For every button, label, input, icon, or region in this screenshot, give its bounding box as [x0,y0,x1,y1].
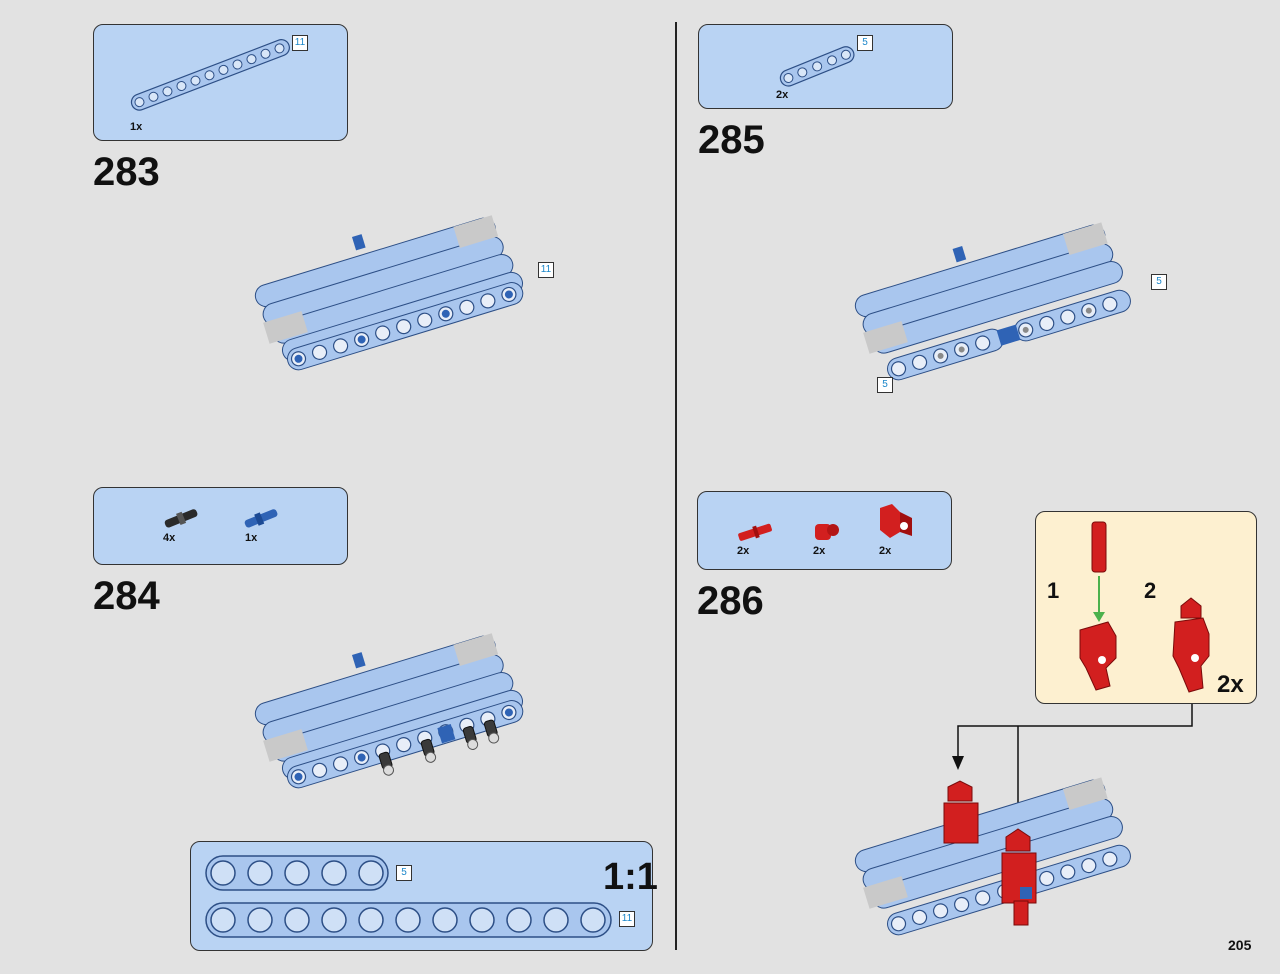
black-friction-pin-icon [164,509,198,528]
callout-length-badge: 11 [538,262,554,278]
substep-1-illustration [1079,521,1117,691]
part-quantity: 2x [776,89,789,101]
substep-number-2: 2 [1144,578,1157,603]
callout-length-badge: 5 [1151,274,1167,290]
beam-5-scale [205,855,389,891]
parts-callout-283: 1x 11 [93,24,348,141]
assembly-284-illustration [254,633,524,789]
subassembly-callout: 1 2 2x [1035,511,1257,704]
beam-11-part-icon [130,39,290,111]
scale-length-badge-5: 5 [396,865,412,881]
parts-callout-284: 4x 1x [93,487,348,565]
beam-5-part-icon [779,46,855,87]
parts-callout-285: 2x 5 [698,24,953,109]
assembly-286-illustration [854,777,1131,936]
part-quantity: 2x [737,545,750,557]
step-number-285: 285 [698,118,765,162]
substep-2-illustration [1172,597,1210,693]
part-quantity: 4x [163,532,176,544]
part-quantity: 1x [130,121,143,133]
part-quantity: 1x [245,532,258,544]
step-number-283: 283 [93,150,160,194]
substep-number-1: 1 [1047,578,1060,603]
red-axle-pin-icon [738,523,772,541]
callout-length-badge: 5 [877,377,893,393]
parts-callout-286: 2x 2x 2x [697,491,952,570]
page-divider [675,22,677,950]
part-quantity: 2x [879,545,892,557]
scale-length-badge-11: 11 [619,911,635,927]
red-bush-icon [815,524,839,540]
step-number-286: 286 [697,579,764,623]
part-quantity: 2x [813,545,826,557]
scale-reference-box: 5 11 1:1 [190,841,658,951]
beam-11-scale [205,902,612,938]
scale-label: 1:1 [603,856,658,898]
assembly-283-illustration [254,215,524,371]
step-number-284: 284 [93,574,160,618]
subassembly-multiplier: 2x [1217,671,1244,698]
part-length-badge: 11 [292,35,308,51]
red-pin-connector-right [1001,828,1037,926]
red-pin-connector-left [943,780,979,844]
red-connector-icon [880,504,912,538]
assembly-285-illustration [854,222,1131,381]
blue-axle-pin-icon [244,509,278,528]
page-number: 205 [1228,937,1252,953]
part-length-badge: 5 [857,35,873,51]
